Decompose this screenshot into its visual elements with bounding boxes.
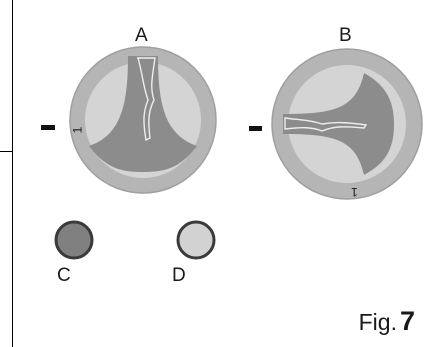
indicator-d-label: D — [172, 265, 186, 286]
knob-a-pointer-line — [137, 57, 156, 142]
knob-a-label: A — [135, 25, 148, 46]
frame-leader-line — [0, 151, 12, 152]
indicator-light-d — [176, 220, 216, 260]
knob-b-pointer-line — [284, 117, 368, 132]
figure-caption-prefix: Fig. — [358, 309, 397, 335]
knob-b-grip — [283, 73, 394, 175]
knob-b[interactable] — [271, 48, 423, 200]
knob-a-mark: 1 — [70, 126, 85, 134]
figure-caption: Fig.7 — [359, 308, 415, 335]
knob-b-mark: 1 — [351, 185, 358, 199]
indicator-light-c — [54, 220, 94, 260]
knob-a[interactable] — [69, 46, 217, 194]
knob-b-dash — [249, 126, 262, 131]
knob-a-grip — [89, 56, 197, 172]
knob-b-label: B — [339, 25, 352, 46]
frame-left-line — [12, 0, 13, 347]
knob-a-dash — [41, 125, 55, 130]
indicator-c-label: C — [57, 265, 71, 286]
figure-number: 7 — [399, 306, 415, 336]
